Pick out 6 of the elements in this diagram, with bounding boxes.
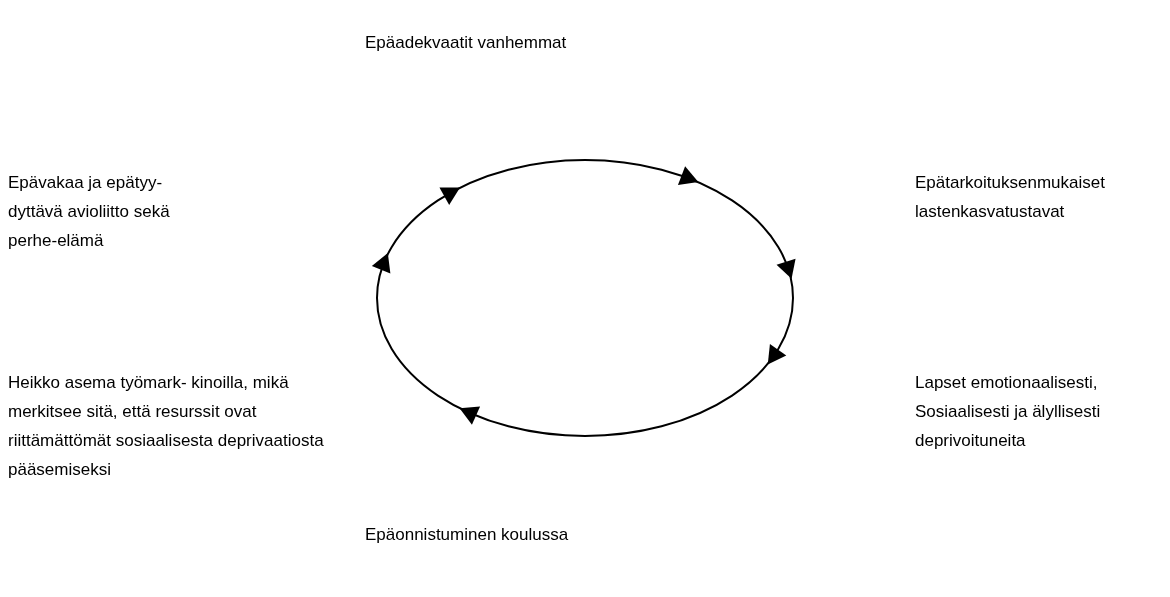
node-text: Epäonnistuminen koulussa [365,524,570,546]
node-text: Epäadekvaatit vanhemmat [365,32,568,54]
node-text: Epävakaa ja epätyy- dyttävä avioliitto sekä perhe-elämä [8,172,171,252]
node-text: Lapset emotionaalisesti, Sosiaalisesti ja älyllisesti deprivoituneita [915,372,1102,452]
node-text: Heikko asema työmark- kinoilla, mikä merkitsee sitä, että resurssit ovat riittämättömät sosiaalisesta deprivaatiosta pääsemiseksi [8,372,325,481]
node-text: Epätarkoituksenmukaiset lastenkasvatustavat [915,172,1106,223]
